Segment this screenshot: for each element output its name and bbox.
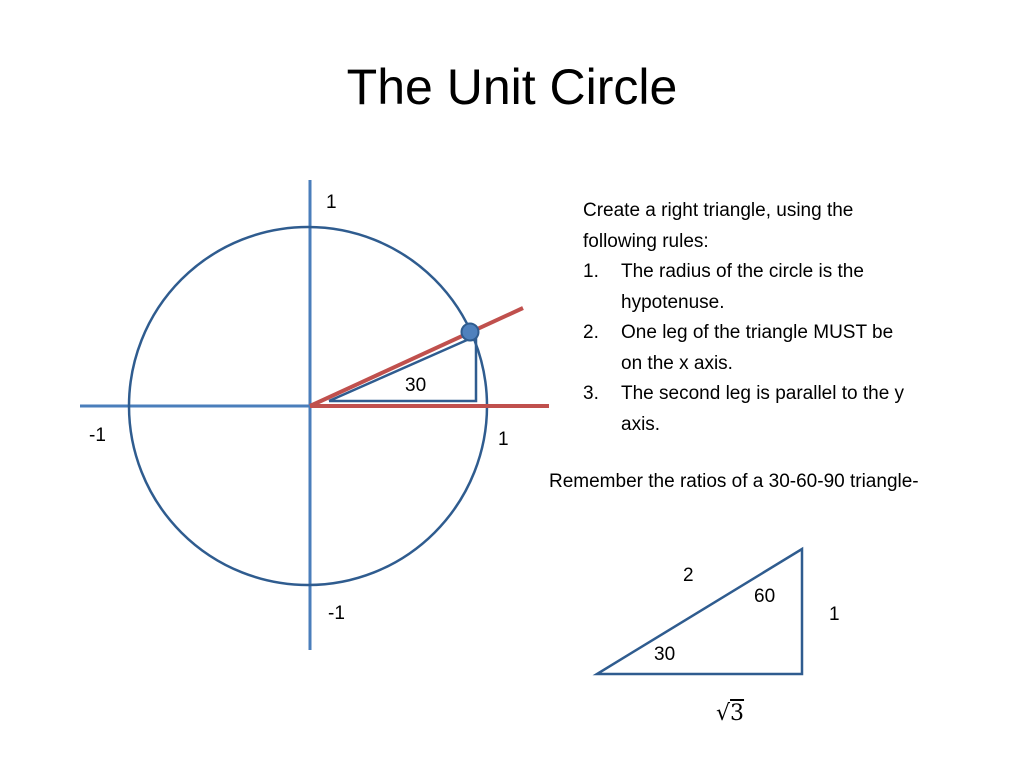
ratio-triangle: [592, 546, 804, 676]
x-axis-label-right: 1: [498, 429, 509, 450]
x-axis-label-left: -1: [89, 425, 106, 446]
rule-item: The second leg is parallel to the y axis…: [583, 379, 905, 435]
instructions: Create a right triangle, using the follo…: [583, 196, 913, 440]
angle-label: 30: [405, 375, 427, 396]
hypotenuse-label: 2: [683, 565, 694, 586]
y-axis-label-bottom: -1: [328, 603, 345, 624]
reminder-text: Remember the ratios of a 30-60-90 triang…: [549, 471, 919, 492]
radical-sign: √: [716, 701, 731, 726]
rule-item: One leg of the triangle MUST be on the x…: [583, 318, 894, 374]
rule-item: The radius of the circle is the hypotenu…: [583, 257, 864, 313]
angle-60-label: 60: [754, 586, 776, 607]
reference-triangle: [328, 334, 478, 403]
radicand: 3: [730, 701, 745, 726]
point-on-circle: [460, 322, 480, 342]
slide-title: The Unit Circle: [346, 59, 678, 115]
terminal-ray: [309, 306, 524, 408]
instructions-intro: Create a right triangle, using the follo…: [583, 200, 854, 252]
y-axis-label-top: 1: [326, 192, 337, 213]
long-leg-label: √3: [716, 703, 744, 725]
rules-list: The radius of the circle is the hypotenu…: [583, 257, 913, 440]
angle-30-label: 30: [654, 644, 676, 665]
short-leg-label: 1: [829, 604, 840, 625]
